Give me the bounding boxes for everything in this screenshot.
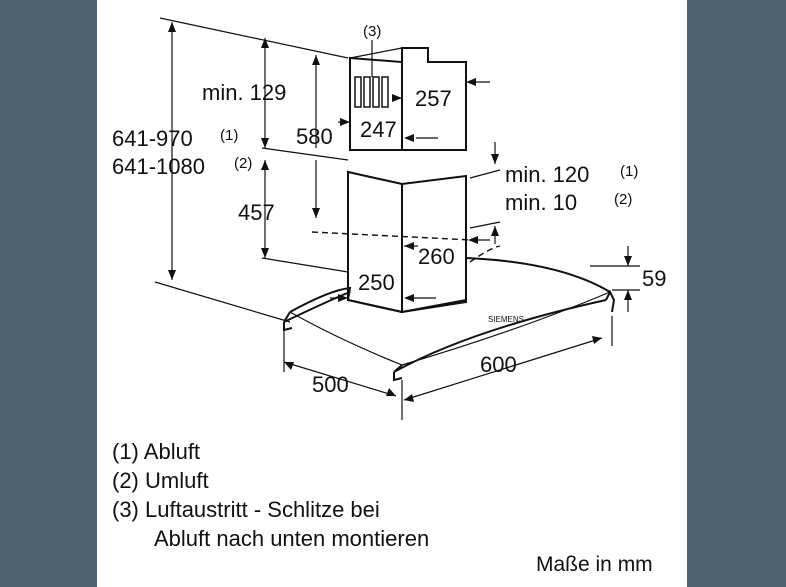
min120-ref: (1) bbox=[620, 163, 638, 180]
outlet-ref-label: (3) bbox=[363, 23, 381, 40]
depth500-label: 500 bbox=[312, 372, 349, 397]
units-note: Maße in mm bbox=[536, 553, 653, 576]
height59-label: 59 bbox=[642, 266, 666, 291]
width247-label: 247 bbox=[360, 117, 397, 142]
depth257-label: 257 bbox=[415, 86, 452, 111]
range970-label: 641-970 bbox=[112, 126, 193, 151]
min129-label: min. 129 bbox=[202, 80, 286, 105]
legend: (1) Abluft (2) Umluft (3) Luftaustritt -… bbox=[112, 437, 429, 553]
height457-label: 457 bbox=[238, 200, 275, 225]
svg-text:SIEMENS: SIEMENS bbox=[488, 315, 524, 324]
air-outlet-slots bbox=[354, 40, 389, 108]
width250-label: 250 bbox=[358, 270, 395, 295]
canopy: SIEMENS bbox=[283, 245, 616, 382]
dimension-lines bbox=[154, 17, 640, 420]
min10-ref: (2) bbox=[614, 191, 632, 208]
height580-label: 580 bbox=[296, 124, 333, 149]
min120-label: min. 120 bbox=[505, 162, 589, 187]
range1080-label: 641-1080 bbox=[112, 154, 205, 179]
min10-label: min. 10 bbox=[505, 190, 577, 215]
legend-item-outlet-note: Abluft nach unten montieren bbox=[154, 526, 430, 551]
fold-line bbox=[311, 231, 473, 241]
legend-item-outlet-slots: (3) Luftaustritt - Schlitze bei bbox=[112, 497, 380, 522]
legend-item-exhaust: (1) Abluft bbox=[112, 439, 201, 464]
depth260-label: 260 bbox=[418, 244, 455, 269]
range1080-ref: (2) bbox=[234, 155, 252, 172]
legend-item-recirculation: (2) Umluft bbox=[112, 468, 209, 493]
width600-label: 600 bbox=[480, 352, 517, 377]
range970-ref: (1) bbox=[220, 127, 238, 144]
